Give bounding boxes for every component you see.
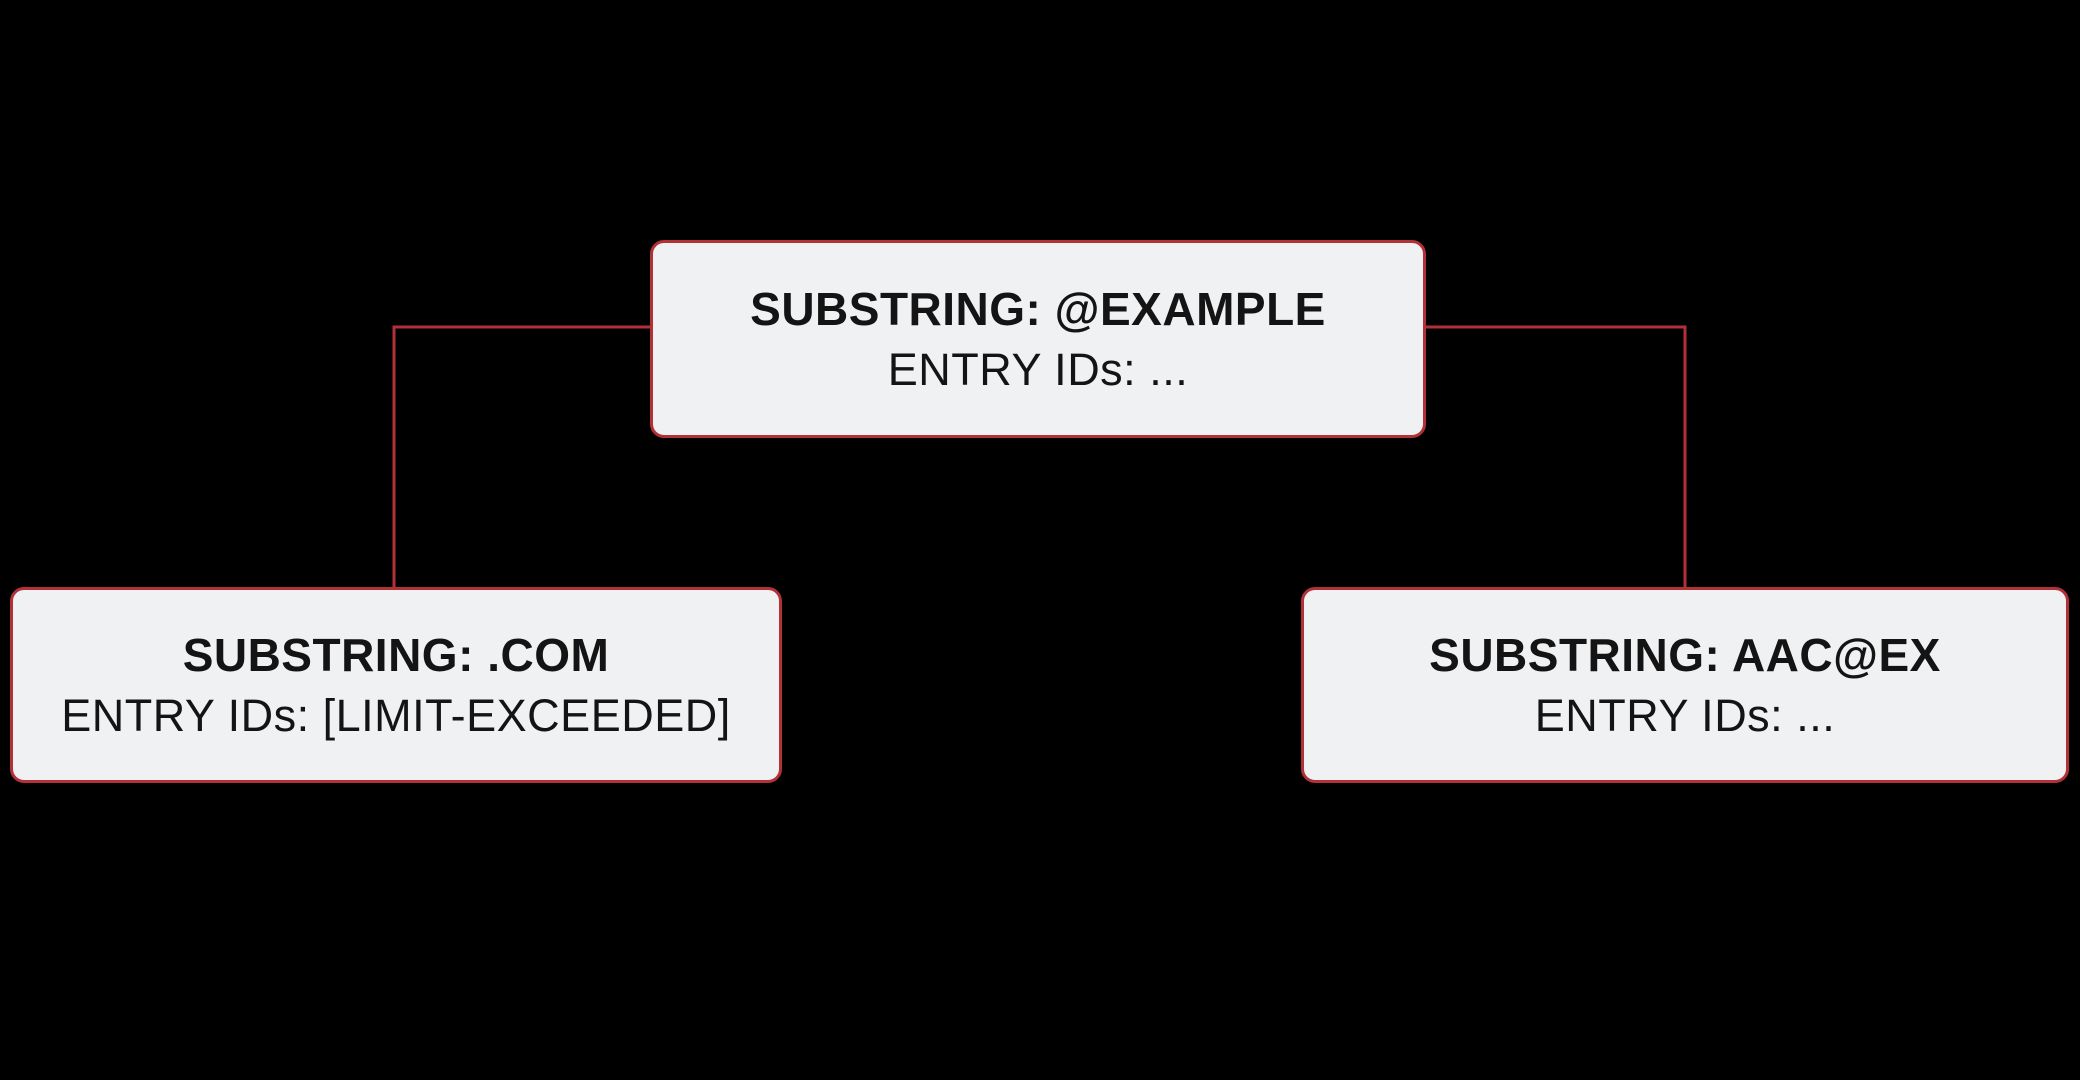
node-subtitle: ENTRY IDs: ... [1534, 689, 1836, 741]
node-subtitle: ENTRY IDs: ... [887, 343, 1189, 395]
connector-root-to-right-child [1426, 325, 1687, 587]
tree-node-right-substring-aacex: SUBSTRING: AAC@EX ENTRY IDs: ... [1301, 587, 2069, 783]
node-title: SUBSTRING: AAC@EX [1429, 628, 1941, 681]
node-title: SUBSTRING: .COM [182, 628, 610, 681]
node-subtitle: ENTRY IDs: [LIMIT-EXCEEDED] [61, 689, 731, 741]
tree-node-root-substring-example: SUBSTRING: @EXAMPLE ENTRY IDs: ... [650, 240, 1426, 438]
tree-node-left-substring-com: SUBSTRING: .COM ENTRY IDs: [LIMIT-EXCEED… [10, 587, 782, 783]
node-title: SUBSTRING: @EXAMPLE [750, 282, 1326, 335]
connector-root-to-left-child [392, 325, 650, 587]
